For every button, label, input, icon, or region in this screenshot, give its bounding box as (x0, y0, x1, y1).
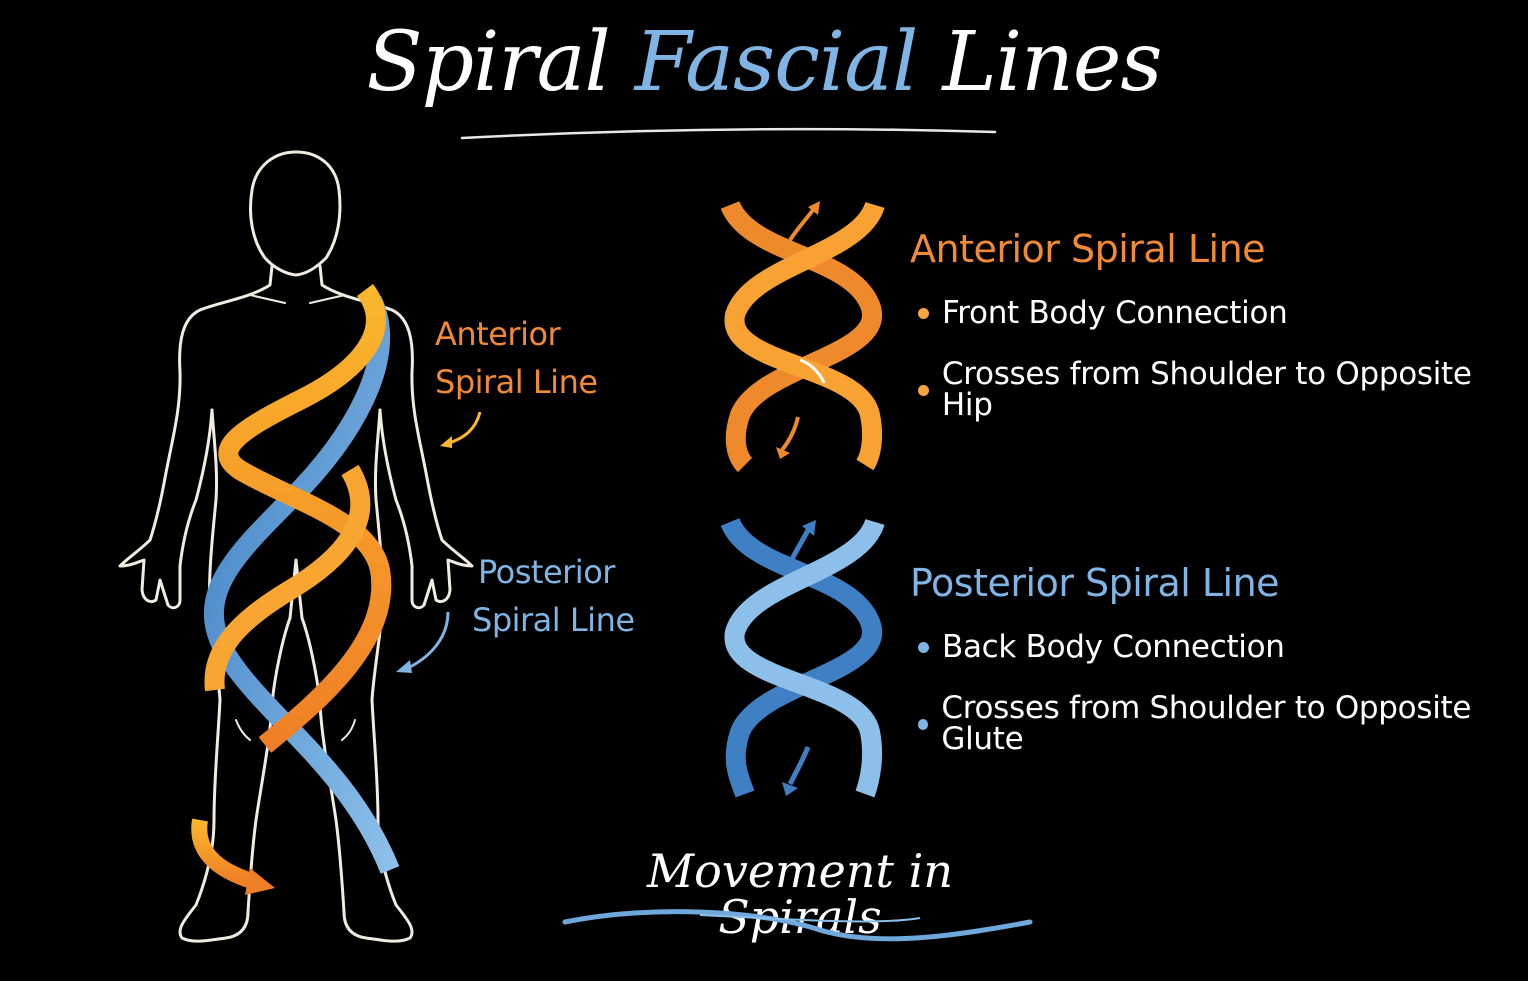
bullet-dot-icon (918, 718, 929, 730)
posterior-helix-icon (720, 517, 885, 798)
title-word-fascial: Fascial (634, 15, 919, 110)
anterior-section: Anterior Spiral Line Front Body Connecti… (910, 230, 1528, 421)
posterior-label-line1: Posterior (478, 553, 615, 591)
bullet-text: Front Body Connection (942, 295, 1288, 331)
bullet-item: Front Body Connection (910, 298, 1528, 329)
bullet-item: Crosses from Shoulder to Opposite Glute (910, 693, 1528, 755)
bullet-item: Crosses from Shoulder to Opposite Hip (910, 359, 1528, 421)
posterior-bullet-list: Back Body Connection Crosses from Should… (910, 632, 1528, 755)
anterior-helix-icon (720, 200, 885, 473)
posterior-section: Posterior Spiral Line Back Body Connecti… (910, 564, 1528, 755)
bullet-dot-icon (918, 384, 929, 396)
bullet-item: Back Body Connection (910, 632, 1528, 663)
anterior-heading: Anterior Spiral Line (910, 227, 1266, 271)
bullet-text: Back Body Connection (942, 629, 1285, 665)
posterior-spiral-band (203, 295, 400, 874)
anterior-label-line2: Spiral Line (435, 363, 598, 401)
bullet-dot-icon (918, 308, 929, 319)
anterior-figure-label: Anterior Spiral Line (435, 310, 598, 406)
posterior-figure-label: Posterior Spiral Line (472, 548, 635, 644)
bullet-dot-icon (918, 642, 929, 653)
anterior-spiral-band (191, 284, 392, 895)
bullet-text: Crosses from Shoulder to Opposite Hip (941, 356, 1472, 423)
anterior-label-line1: Anterior (435, 315, 561, 353)
posterior-heading: Posterior Spiral Line (910, 561, 1280, 605)
title-word-spiral: Spiral (366, 15, 610, 110)
title-word-lines: Lines (942, 15, 1162, 110)
bullet-text: Crosses from Shoulder to Opposite Glute (941, 690, 1472, 757)
posterior-label-line2: Spiral Line (472, 601, 635, 639)
anterior-bullet-list: Front Body Connection Crosses from Shoul… (910, 298, 1528, 421)
page-title: Spiral Fascial Lines (0, 22, 1528, 104)
